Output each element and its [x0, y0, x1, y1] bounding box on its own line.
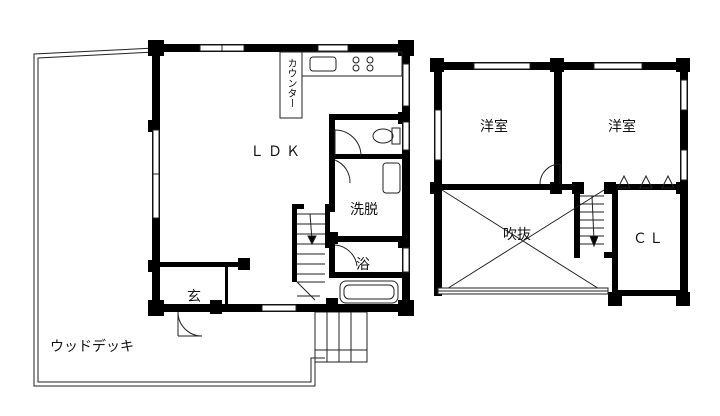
- floor2-windows: [434, 62, 688, 181]
- western-room-right-label: 洋室: [608, 119, 636, 135]
- western-room-left-label: 洋室: [480, 119, 508, 135]
- floor1-walls: [152, 44, 412, 312]
- floor1-columns: [148, 40, 414, 316]
- floor2-columns: [430, 58, 690, 306]
- closet-label: ＣＬ: [633, 231, 665, 247]
- floor2-stairs: [580, 195, 604, 248]
- counter-label: カウンター: [285, 58, 296, 108]
- floor1-windows: [152, 44, 410, 312]
- bath-label: 浴: [356, 257, 370, 273]
- bathtub: [339, 280, 399, 304]
- entrance-label: 玄: [187, 289, 201, 305]
- wood-deck-outline: [33, 47, 325, 387]
- floor1-stairs: [296, 213, 325, 301]
- floor2-doors: [539, 163, 675, 189]
- washroom-label: 洗脱: [350, 202, 378, 218]
- ldk-label: ＬＤＫ: [250, 144, 304, 160]
- deck-steps: [314, 311, 368, 363]
- entrance-door: [177, 311, 203, 337]
- void-label: 吹抜: [503, 227, 531, 243]
- floor2-walls: [434, 62, 688, 296]
- void-area: [437, 189, 609, 295]
- wood-deck-label: ウッドデッキ: [50, 339, 134, 355]
- toilet-fixture: [334, 127, 401, 157]
- kitchen-counter: [279, 51, 403, 119]
- washroom-fixtures: [334, 159, 401, 267]
